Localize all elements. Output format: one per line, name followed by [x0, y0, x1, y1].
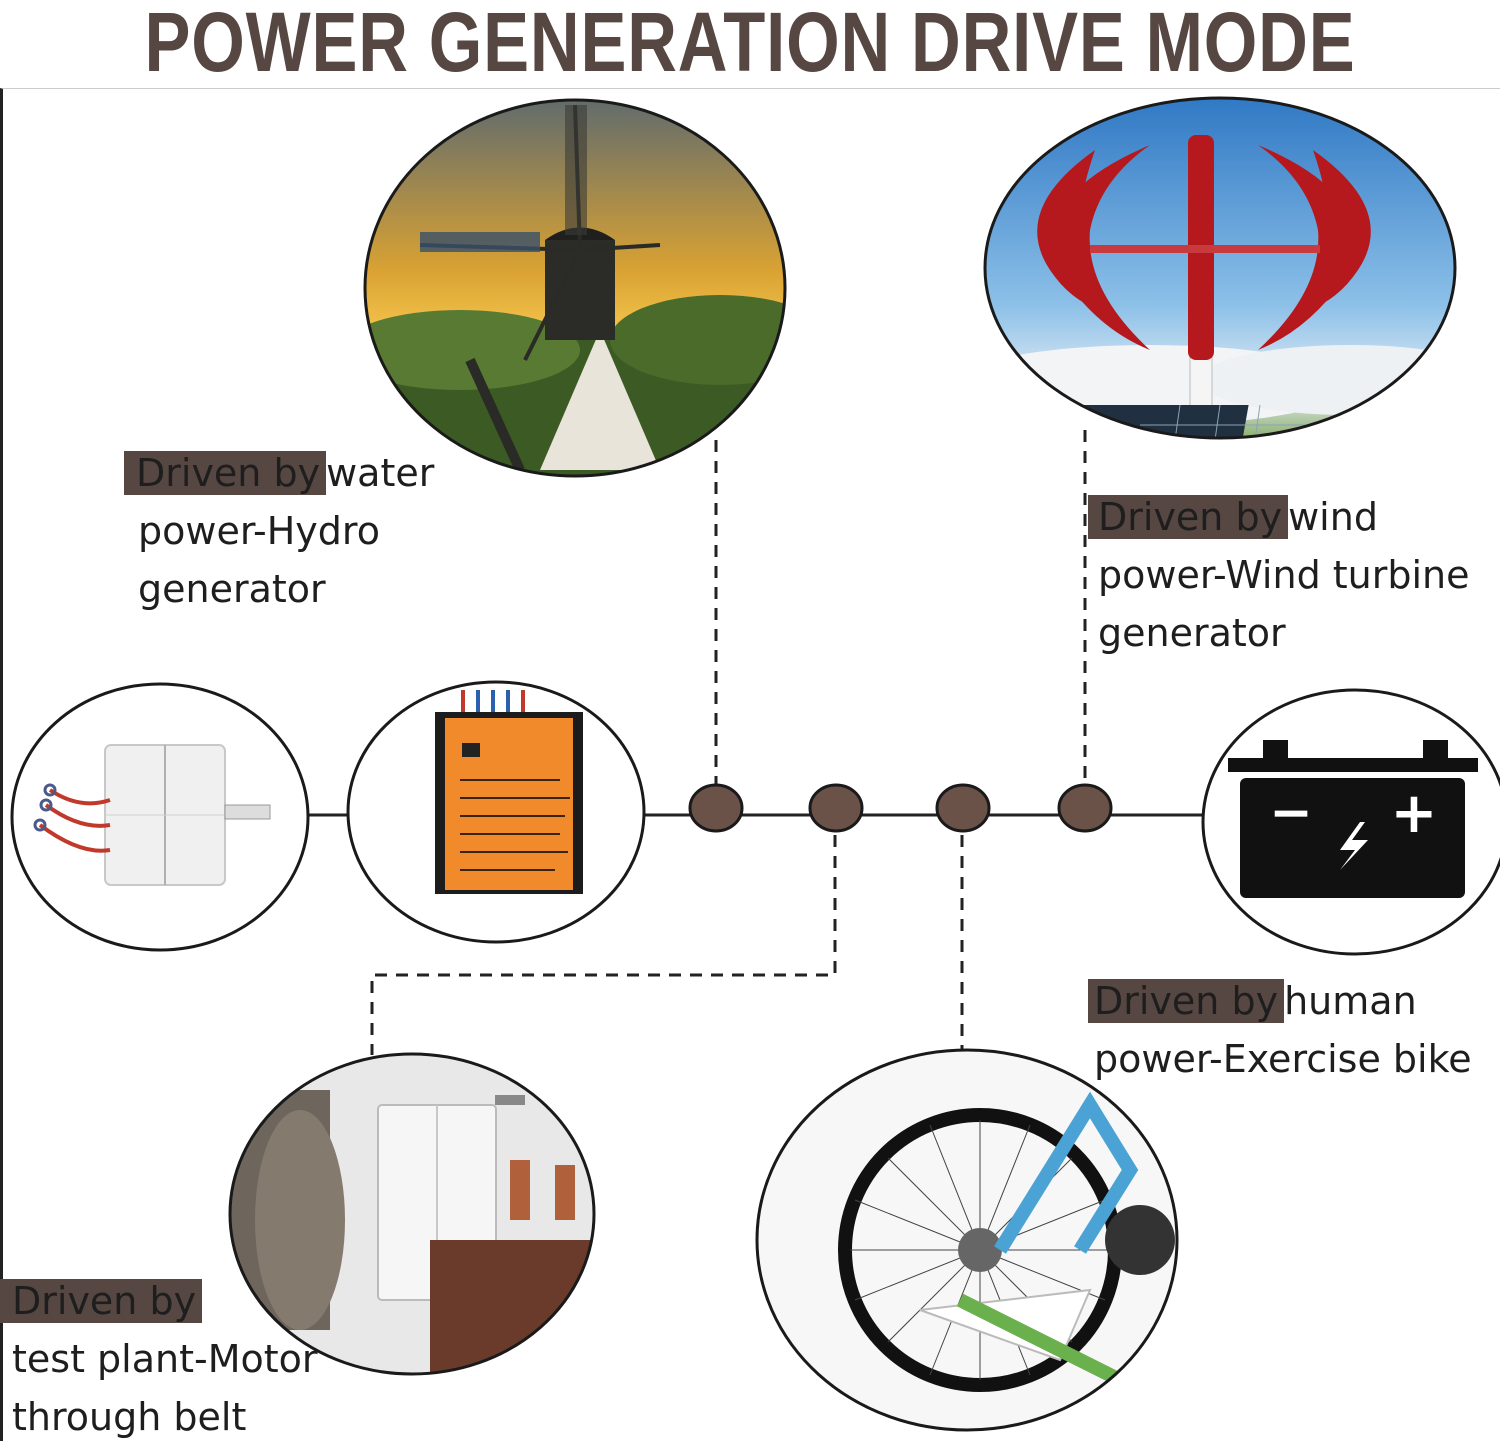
label-human-line2: power-Exercise bike — [1094, 1037, 1472, 1081]
diagram-frame — [0, 88, 1500, 1441]
label-human-highlight: Driven by — [1088, 979, 1285, 1023]
label-test: Driven by test plant-Motor through belt — [0, 1272, 318, 1446]
junction-node — [1057, 783, 1113, 833]
junction-node — [935, 783, 991, 833]
label-wind-line2: power-Wind turbine — [1098, 553, 1470, 597]
charge-controller-photo — [346, 680, 646, 944]
label-human-line1: human — [1284, 979, 1417, 1023]
label-wind-line1: wind — [1288, 495, 1378, 539]
label-wind-highlight: Driven by — [1088, 495, 1289, 539]
label-wind-line3: generator — [1098, 611, 1286, 655]
label-hydro-highlight: Driven by — [124, 451, 327, 495]
label-hydro-line2: power-Hydro — [138, 509, 380, 553]
page-title: POWER GENERATION DRIVE MODE — [144, 0, 1356, 89]
junction-node — [688, 783, 744, 833]
vertical-wind-turbine-photo — [983, 96, 1457, 440]
battery-minus-sign: − — [1269, 783, 1313, 843]
label-test-line2: test plant-Motor — [12, 1337, 318, 1381]
label-test-line3: through belt — [12, 1395, 247, 1439]
generator-photo — [10, 682, 310, 952]
label-test-highlight: Driven by — [0, 1279, 203, 1323]
windmill-photo — [363, 98, 787, 478]
battery-plus-sign: + — [1391, 781, 1438, 846]
label-hydro-line3: generator — [138, 567, 326, 611]
battery-icon — [1201, 688, 1500, 956]
junction-node — [808, 783, 864, 833]
junction-nodes — [688, 783, 1113, 833]
exercise-bike-photo — [755, 1048, 1179, 1432]
label-hydro-line1: water — [326, 451, 435, 495]
